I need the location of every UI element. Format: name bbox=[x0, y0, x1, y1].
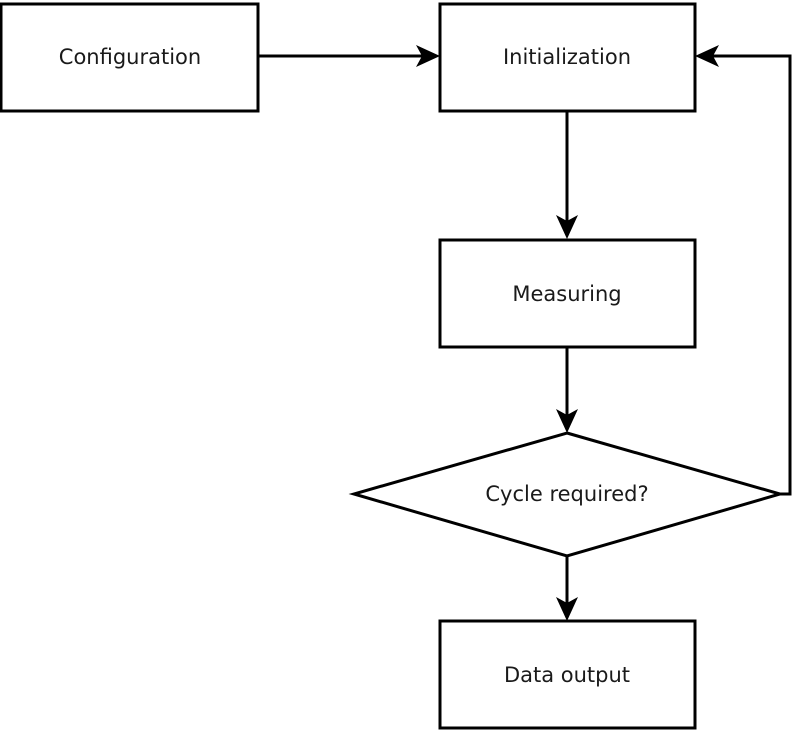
node-measuring-box[interactable] bbox=[438, 238, 697, 349]
node-data-output-box[interactable] bbox=[438, 619, 697, 730]
arrow-head-down bbox=[556, 597, 578, 621]
node-configuration[interactable]: Configuration bbox=[0, 2, 260, 113]
edge-initialization-to-measuring bbox=[556, 111, 578, 239]
node-data-output[interactable]: Data output bbox=[438, 619, 697, 730]
arrow-head-down bbox=[556, 409, 578, 433]
arrow-head-down bbox=[556, 215, 578, 239]
edge-cycle-required-to-data-output bbox=[556, 556, 578, 621]
node-initialization-box[interactable] bbox=[438, 2, 697, 113]
node-measuring-label: Measuring bbox=[512, 282, 621, 306]
node-initialization[interactable]: Initialization bbox=[438, 2, 697, 113]
arrow-head-left bbox=[695, 45, 719, 67]
edge-configuration-to-initialization bbox=[259, 45, 440, 67]
node-data-output-label: Data output bbox=[504, 663, 630, 687]
node-cycle-required-diamond[interactable] bbox=[348, 431, 786, 558]
node-initialization-label: Initialization bbox=[503, 45, 631, 69]
node-configuration-box[interactable] bbox=[0, 2, 260, 113]
node-configuration-label: Configuration bbox=[59, 45, 201, 69]
arrow-head-right bbox=[416, 45, 440, 67]
node-cycle-required[interactable]: Cycle required? bbox=[348, 431, 786, 558]
edge-line bbox=[707, 54, 792, 496]
edge-measuring-to-cycle-required bbox=[556, 347, 578, 433]
node-cycle-required-label: Cycle required? bbox=[485, 482, 648, 506]
edge-cycle-required-to-initialization-feedback bbox=[695, 45, 792, 496]
node-measuring[interactable]: Measuring bbox=[438, 238, 697, 349]
